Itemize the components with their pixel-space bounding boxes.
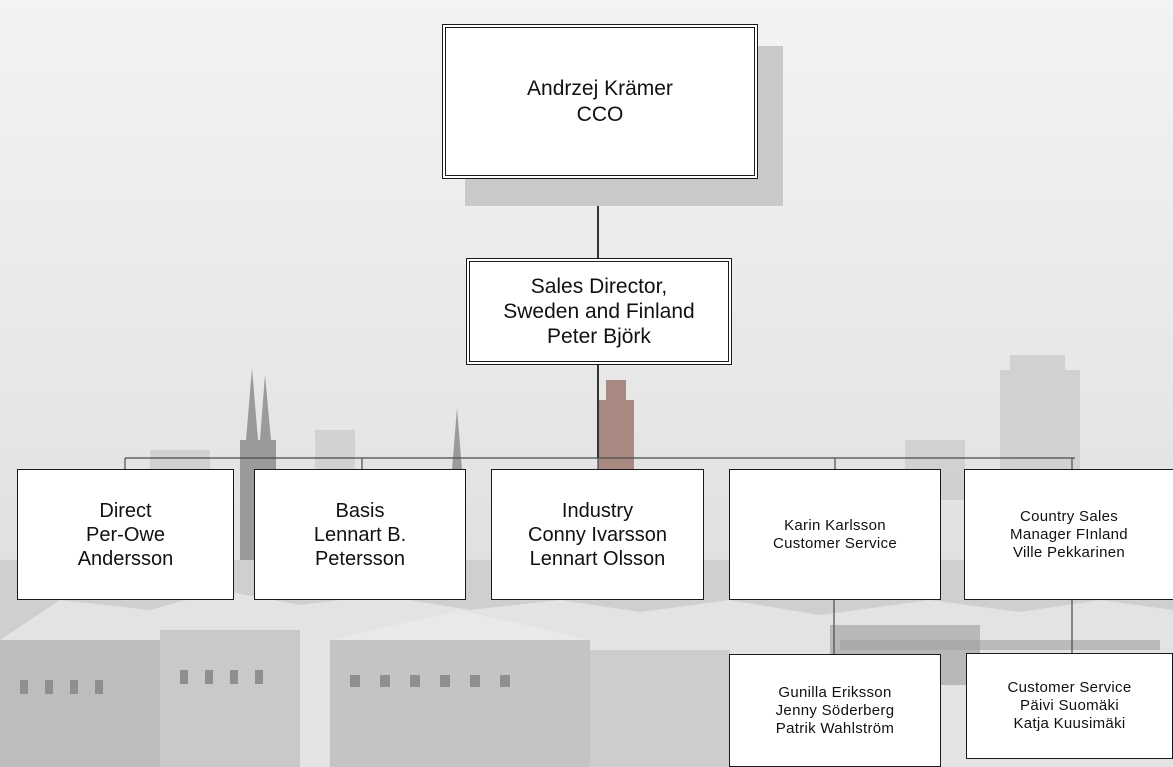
unit-node-industry[interactable]: Industry Conny Ivarsson Lennart Olsson — [491, 469, 704, 600]
unit-line-3: Ville Pekkarinen — [1012, 543, 1126, 561]
root-node[interactable]: Andrzej Krämer CCO — [442, 24, 758, 179]
sub-line-1: Gunilla Eriksson — [778, 683, 892, 701]
director-line-3: Peter Björk — [547, 325, 651, 349]
sub-line-3: Patrik Wahlström — [775, 719, 895, 737]
unit-line-1: Karin Karlsson — [784, 516, 886, 534]
unit-line-2: Manager FInland — [1010, 525, 1128, 543]
unit-node-basis[interactable]: Basis Lennart B. Petersson — [254, 469, 466, 600]
unit-node-customer-service[interactable]: Karin Karlsson Customer Service — [729, 469, 941, 600]
unit-line-1: Basis — [335, 499, 385, 522]
root-title: CCO — [576, 102, 624, 126]
unit-line-3: Petersson — [314, 547, 406, 570]
director-line-2: Sweden and Finland — [503, 299, 695, 323]
unit-node-finland[interactable]: Country Sales Manager FInland Ville Pekk… — [964, 469, 1173, 600]
sub-node-finland-team[interactable]: Customer Service Päivi Suomäki Katja Kuu… — [966, 653, 1173, 759]
sub-line-2: Jenny Söderberg — [775, 701, 895, 719]
unit-line-1: Country Sales — [1019, 507, 1119, 525]
sub-line-1: Customer Service — [1007, 679, 1132, 696]
unit-line-2: Customer Service — [772, 534, 897, 552]
director-line-1: Sales Director, — [530, 274, 668, 298]
unit-line-3: Lennart Olsson — [529, 547, 666, 570]
unit-line-2: Per-Owe — [86, 523, 165, 546]
sub-line-3: Katja Kuusimäki — [1013, 715, 1126, 732]
unit-line-1: Direct — [99, 499, 152, 522]
unit-line-2: Lennart B. — [313, 523, 407, 546]
director-node[interactable]: Sales Director, Sweden and Finland Peter… — [466, 258, 732, 365]
sub-line-2: Päivi Suomäki — [1020, 697, 1119, 714]
unit-node-direct[interactable]: Direct Per-Owe Andersson — [17, 469, 234, 600]
unit-line-1: Industry — [561, 499, 634, 522]
sub-node-karin-team[interactable]: Gunilla Eriksson Jenny Söderberg Patrik … — [729, 654, 941, 767]
root-name: Andrzej Krämer — [527, 77, 673, 101]
unit-line-3: Andersson — [77, 547, 174, 570]
unit-line-2: Conny Ivarsson — [528, 523, 667, 546]
